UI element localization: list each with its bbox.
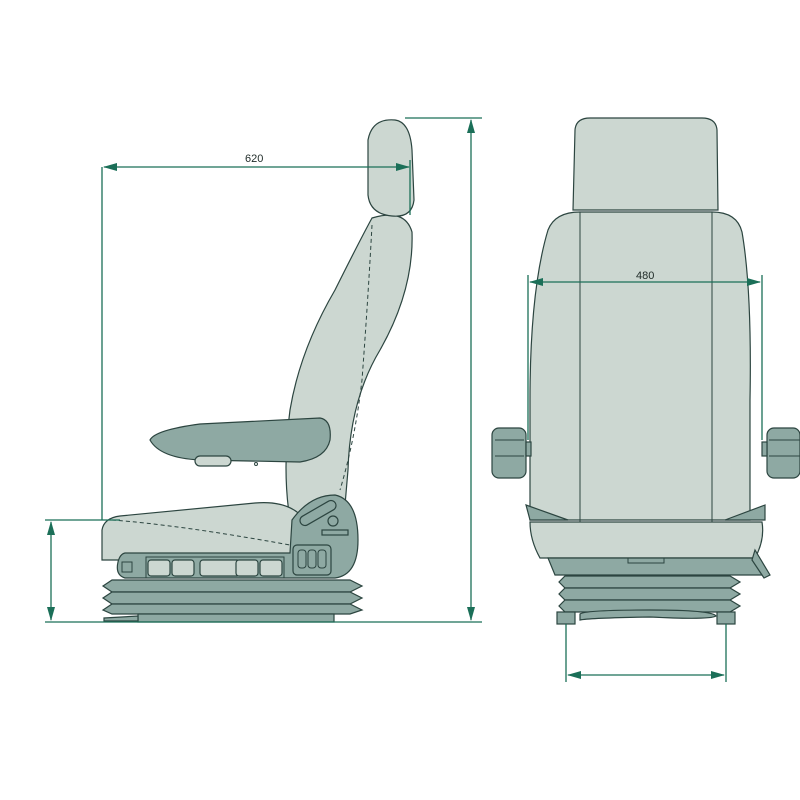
- front-headrest: [572, 117, 719, 211]
- width-dimension-label: 480: [636, 270, 654, 282]
- front-backrest: [529, 211, 751, 521]
- front-armrest-right: [761, 427, 800, 479]
- front-seat-frame: [547, 557, 767, 576]
- front-view-seat: [491, 117, 800, 625]
- side-seat-cushion: [101, 502, 306, 561]
- front-seat-cushion: [529, 521, 764, 559]
- side-dimensions: 620: [45, 117, 482, 623]
- front-armrest-left: [491, 427, 532, 479]
- depth-dimension-label: 620: [245, 153, 263, 165]
- side-levers: [145, 556, 285, 579]
- side-view-seat: [101, 119, 415, 623]
- front-dimensions: 480: [527, 270, 763, 682]
- side-headrest: [367, 119, 415, 217]
- armrest-handle: [194, 455, 232, 467]
- side-suspension-bellows: [101, 579, 364, 623]
- front-suspension-bellows: [556, 575, 742, 625]
- side-backrest: [285, 214, 413, 521]
- side-armrest: [149, 417, 331, 463]
